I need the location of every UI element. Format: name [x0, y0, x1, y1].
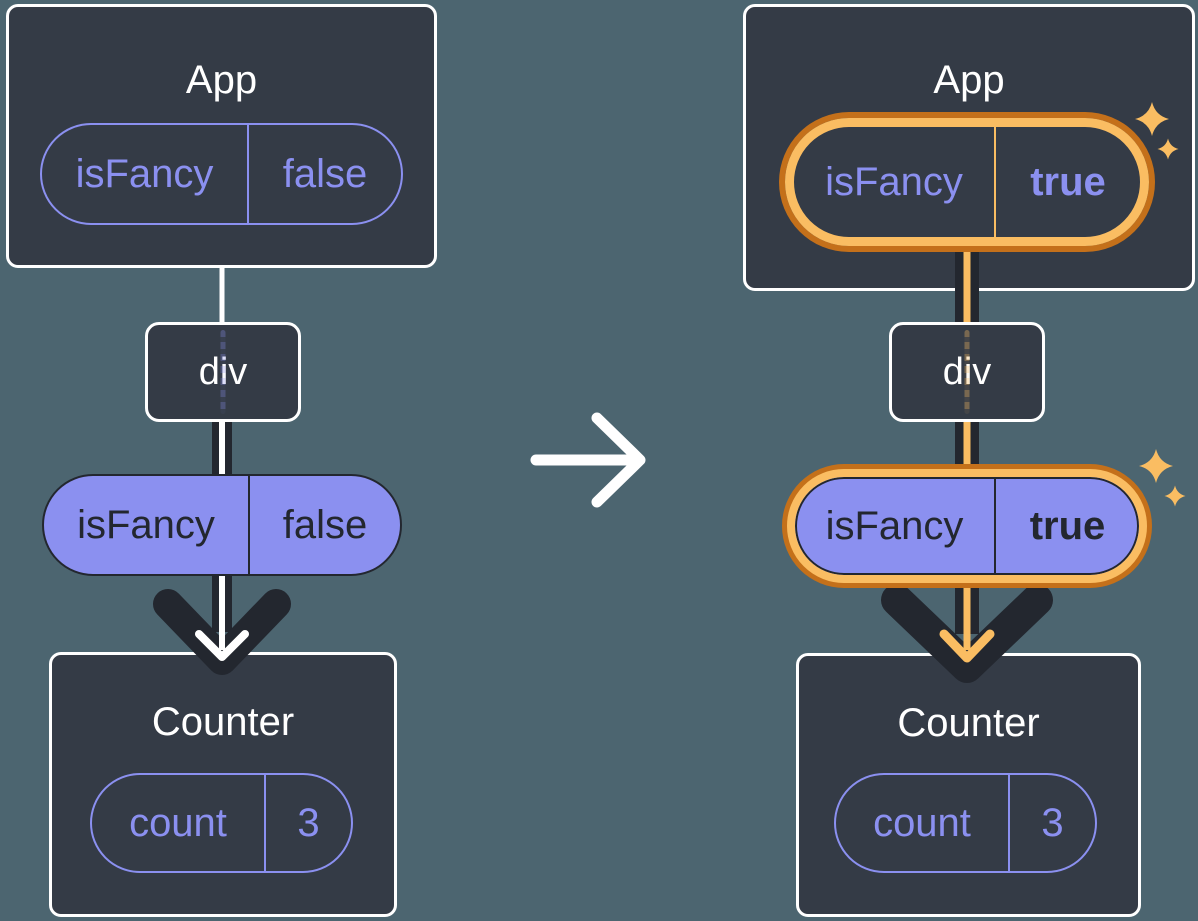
- pill-divider: [1008, 775, 1010, 871]
- counter-state-pill-after: count 3: [834, 773, 1097, 873]
- component-title: Counter: [151, 700, 295, 744]
- state-name-label: count: [873, 800, 971, 845]
- pill-divider: [247, 125, 249, 223]
- pass-through-stripe: [220, 330, 226, 414]
- state-name-label: isFancy: [75, 151, 214, 196]
- sparkle-icon: [1164, 485, 1186, 507]
- down-arrowhead-icon-after: [939, 629, 995, 663]
- pill-divider: [264, 775, 266, 871]
- pass-through-stripe: [964, 330, 970, 414]
- prop-value-label: false: [282, 502, 368, 547]
- div-node-label: div: [943, 351, 992, 394]
- component-title: App: [185, 58, 258, 102]
- pill-divider: [994, 477, 996, 575]
- prop-flow-after: [881, 240, 1053, 683]
- sparkle-icon: [1135, 102, 1169, 136]
- pill-divider: [248, 476, 250, 574]
- state-value-label: false: [282, 151, 368, 196]
- state-value-label: true: [1030, 159, 1106, 204]
- passed-prop-pill-before: isFancy false: [42, 474, 402, 576]
- sparkle-icon: [1139, 449, 1173, 483]
- down-arrowhead-icon-before: [195, 630, 249, 661]
- div-node-label: div: [199, 351, 248, 394]
- state-name-label: isFancy: [825, 159, 963, 204]
- state-value-label: 3: [1041, 800, 1064, 845]
- passed-prop-pill-after-highlighted: isFancy true: [787, 469, 1147, 583]
- component-title: Counter: [897, 701, 1040, 745]
- prop-name-label: isFancy: [825, 503, 964, 548]
- app-state-pill-after-highlighted: isFancy true: [785, 118, 1149, 246]
- prop-value-label: true: [1029, 503, 1106, 548]
- sparkle-icon: [1157, 138, 1179, 160]
- prop-name-label: isFancy: [77, 502, 215, 547]
- down-arrow-icon-after: [881, 584, 1053, 683]
- pill-divider: [994, 127, 996, 237]
- transition-arrow-icon: [530, 412, 646, 508]
- div-node-after: div: [889, 322, 1045, 422]
- state-name-label: count: [129, 800, 227, 845]
- state-value-label: 3: [297, 800, 320, 845]
- component-title: App: [933, 58, 1005, 102]
- app-state-pill-before: isFancy false: [40, 123, 403, 225]
- div-node-before: div: [145, 322, 301, 422]
- prop-flow-before: [153, 266, 291, 675]
- counter-state-pill-before: count 3: [90, 773, 353, 873]
